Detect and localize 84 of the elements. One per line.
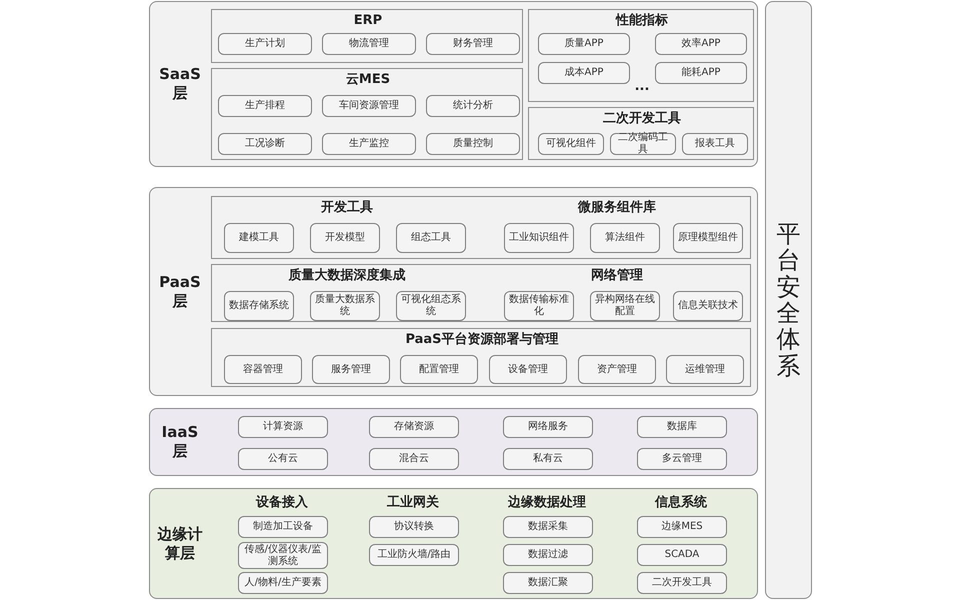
item-box: 公有云: [238, 448, 328, 470]
item-box: 配置管理: [400, 355, 478, 384]
item-box: 数据汇聚: [503, 572, 593, 594]
item-box: 多云管理: [637, 448, 727, 470]
group-title: 质量大数据深度集成: [288, 267, 406, 285]
item-box: 服务管理: [312, 355, 390, 384]
item-box: 质量大数据系统: [310, 291, 380, 321]
item-box: 数据库: [637, 416, 727, 438]
group-box: [211, 68, 523, 160]
column-title: 设备接入: [256, 494, 308, 512]
layer-title: IaaS层: [160, 423, 200, 461]
item-box: 生产排程: [218, 95, 312, 117]
item-box: 建模工具: [224, 223, 294, 253]
item-box: 统计分析: [426, 95, 520, 117]
group-box: [211, 196, 751, 259]
layer-panel: [149, 187, 758, 396]
item-box: 协议转换: [369, 516, 459, 538]
layer-panel: [149, 1, 758, 167]
item-box: 混合云: [369, 448, 459, 470]
item-box: 数据过滤: [503, 544, 593, 566]
item-box: 网络服务: [503, 416, 593, 438]
side-title: 平台安全体系: [776, 220, 800, 380]
side-panel: [765, 1, 812, 599]
item-box: 效率APP: [655, 33, 747, 55]
item-box: 异构网络在线配置: [590, 291, 660, 321]
item-box: 边缘MES: [637, 516, 727, 538]
item-box: 工业知识组件: [504, 223, 574, 253]
item-box: 工业防火墙/路由: [369, 544, 459, 566]
group-title: 性能指标: [614, 12, 669, 30]
item-box: 计算资源: [238, 416, 328, 438]
item-box: 私有云: [503, 448, 593, 470]
layer-title: SaaS层: [158, 65, 202, 103]
column-title: 信息系统: [655, 494, 707, 512]
item-box: 组态工具: [396, 223, 466, 253]
item-box: 物流管理: [322, 33, 416, 55]
item-box: 制造加工设备: [238, 516, 328, 538]
column-title: 工业网关: [387, 494, 439, 512]
item-box: 数据传输标准化: [504, 291, 574, 321]
group-title: ERP: [352, 12, 384, 30]
item-box: 原理模型组件: [673, 223, 743, 253]
item-box: 二次编码工具: [610, 133, 676, 155]
item-box: 资产管理: [578, 355, 656, 384]
item-box: 生产计划: [218, 33, 312, 55]
item-box: 质量控制: [426, 133, 520, 155]
item-box: 传感/仪器仪表/监测系统: [238, 542, 328, 569]
item-box: 存储资源: [369, 416, 459, 438]
group-title: 二次开发工具: [602, 110, 682, 128]
group-title: 开发工具: [320, 199, 374, 217]
layer-panel: [149, 488, 758, 599]
item-box: 可视化组件: [538, 133, 604, 155]
group-box: [211, 9, 523, 63]
item-box: 容器管理: [224, 355, 302, 384]
ellipsis: ...: [634, 78, 650, 96]
item-box: 二次开发工具: [637, 572, 727, 594]
item-box: 数据采集: [503, 516, 593, 538]
item-box: 质量APP: [538, 33, 630, 55]
layer-panel: [149, 408, 758, 476]
item-box: 能耗APP: [655, 62, 747, 84]
layer-title: 边缘计算层: [158, 524, 202, 562]
group-box: [211, 328, 751, 387]
item-box: 开发模型: [310, 223, 380, 253]
layer-title: PaaS层: [158, 272, 202, 310]
item-box: 设备管理: [489, 355, 567, 384]
item-box: 人/物料/生产要素: [238, 572, 328, 594]
item-box: 可视化组态系统: [396, 291, 466, 321]
group-title: 云MES: [344, 71, 392, 89]
item-box: 信息关联技术: [673, 291, 743, 321]
item-box: 数据存储系统: [224, 291, 294, 321]
group-title: PaaS平台资源部署与管理: [404, 331, 560, 349]
group-title: 网络管理: [590, 267, 644, 285]
item-box: 工况诊断: [218, 133, 312, 155]
group-box: [528, 107, 754, 160]
item-box: 生产监控: [322, 133, 416, 155]
group-box: [528, 9, 754, 102]
item-box: 财务管理: [426, 33, 520, 55]
item-box: 成本APP: [538, 62, 630, 84]
group-box: [211, 264, 751, 322]
item-box: 报表工具: [682, 133, 748, 155]
group-title: 微服务组件库: [576, 199, 657, 217]
item-box: SCADA: [637, 544, 727, 566]
item-box: 车间资源管理: [322, 95, 416, 117]
item-box: 运维管理: [666, 355, 744, 384]
column-title: 边缘数据处理: [508, 494, 586, 512]
item-box: 算法组件: [590, 223, 660, 253]
